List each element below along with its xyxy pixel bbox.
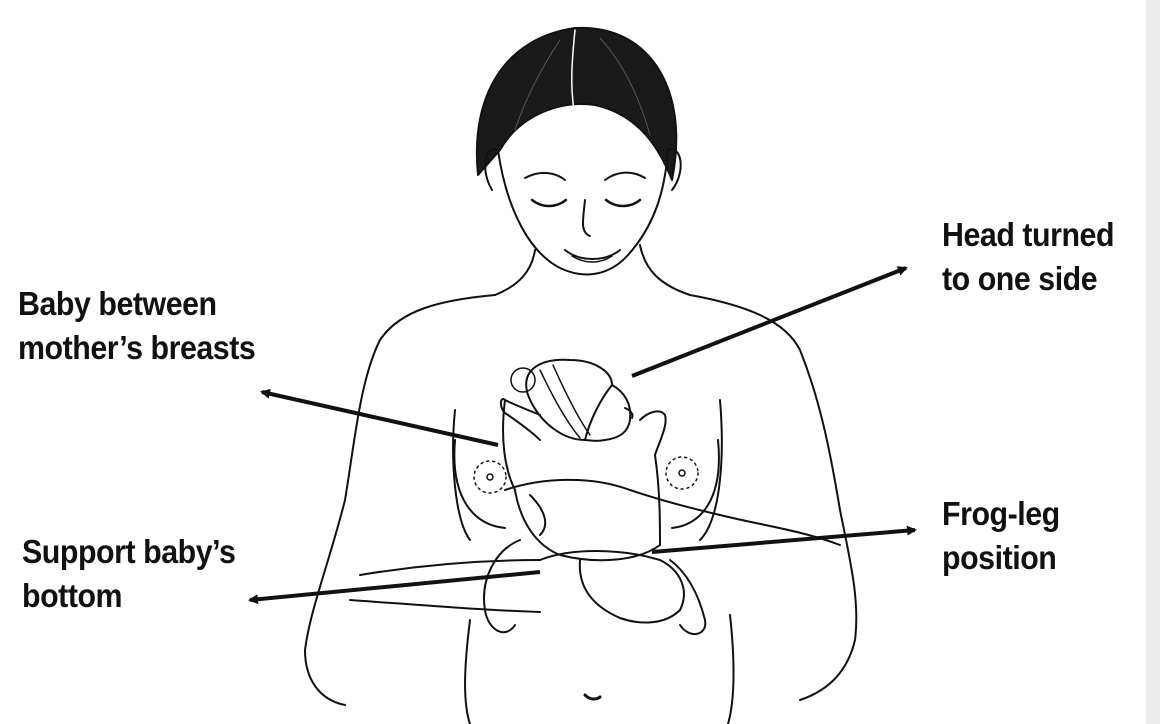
label-line: Head turned	[942, 213, 1114, 257]
mother-upper-hand	[505, 480, 720, 515]
mother-lower-hand	[540, 551, 684, 623]
eye-right	[606, 200, 640, 206]
arrow-baby-between	[262, 392, 498, 445]
label-line: bottom	[22, 574, 235, 618]
label-line: mother’s breasts	[18, 326, 255, 370]
hair	[477, 28, 676, 180]
arrow-frog-leg	[652, 530, 915, 552]
label-baby-between-breasts: Baby between mother’s breasts	[18, 282, 255, 370]
label-head-turned: Head turned to one side	[942, 213, 1114, 301]
label-support-bottom: Support baby’s bottom	[22, 530, 235, 618]
label-frog-leg: Frog-leg position	[942, 492, 1060, 580]
label-line: Support baby’s	[22, 530, 235, 574]
arrow-support-bottom	[250, 572, 540, 600]
baby-body	[515, 490, 660, 560]
label-line: position	[942, 536, 1060, 580]
right-shoulder-arm	[690, 295, 856, 700]
label-line: to one side	[942, 257, 1114, 301]
label-line: Baby between	[18, 282, 255, 326]
arrow-head-turned	[632, 268, 906, 376]
eye-left	[532, 200, 566, 206]
label-line: Frog-leg	[942, 492, 1060, 536]
baby-leg-left	[484, 540, 520, 632]
mouth	[565, 250, 620, 259]
